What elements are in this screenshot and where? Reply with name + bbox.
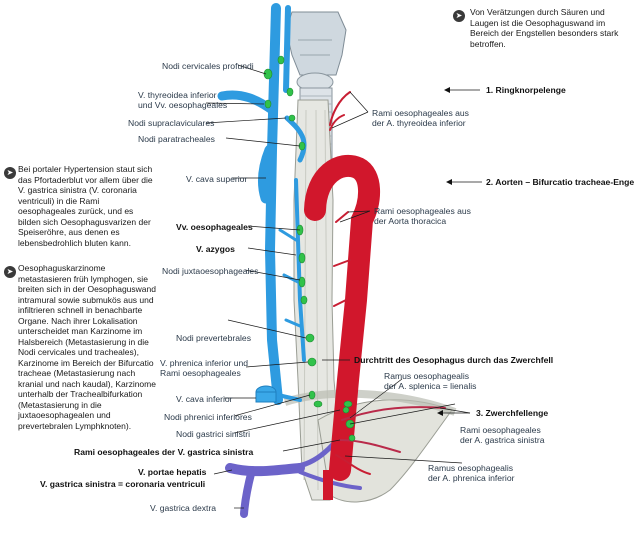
label-v-phrenica-inferior: V. phrenica inferior und bbox=[160, 358, 249, 368]
label-v-thyreoidea-inferior: V. thyreoidea inferior bbox=[138, 90, 217, 100]
label-nodi-juxtaoesophageales: Nodi juxtaoesophageales bbox=[162, 266, 259, 276]
label-v-portae-hepatis: V. portae hepatis bbox=[138, 467, 207, 477]
label-constriction-1: 1. Ringknorpelenge bbox=[486, 85, 566, 95]
label-v-cava-inferior: V. cava inferior bbox=[176, 394, 233, 404]
note-karzinome: Oesophaguskarzinome metastasieren früh l… bbox=[18, 263, 156, 431]
label-v-azygos: V. azygos bbox=[196, 244, 235, 254]
label-rami-aorta: Rami oesophageales aus bbox=[374, 206, 471, 216]
label-nodi-supraclaviculares: Nodi supraclaviculares bbox=[128, 118, 215, 128]
info-icon: ➤ bbox=[453, 10, 465, 22]
label-v-cava-superior: V. cava superior bbox=[186, 174, 248, 184]
label-ramus-oesophagealis-phrenica: Ramus oesophagealis bbox=[428, 463, 514, 473]
label-a-phrenica-inferior: der A. phrenica inferior bbox=[428, 473, 515, 483]
artery-system bbox=[304, 91, 446, 481]
label-nodi-paratracheales: Nodi paratracheales bbox=[138, 134, 215, 144]
label-constriction-3: 3. Zwerchfellenge bbox=[476, 408, 549, 418]
info-icon: ➤ bbox=[4, 167, 16, 179]
leader-lines bbox=[205, 64, 482, 509]
label-ramus-oesophagealis-lienalis: Ramus oesophagealis bbox=[384, 371, 470, 381]
label-v-gastrica-dextra: V. gastrica dextra bbox=[150, 503, 217, 513]
info-icon: ➤ bbox=[4, 266, 16, 278]
label-a-gastrica-sinistra: der A. gastrica sinistra bbox=[460, 435, 545, 445]
diaphragm bbox=[283, 389, 457, 416]
label-rami-gastrica: Rami oesophageales bbox=[460, 425, 541, 435]
label-vv-oesophageales-thyr: und Vv. oesophageales bbox=[138, 100, 228, 110]
label-v-gastrica-sinistra: V. gastrica sinistra = coronaria ventric… bbox=[40, 479, 206, 489]
label-a-thyreoidea-inferior: der A. thyreoidea inferior bbox=[372, 118, 466, 128]
label-rami-oesophageales-v-gastrica: Rami oesophageales der V. gastrica sinis… bbox=[74, 447, 254, 457]
label-constriction-2: 2. Aorten – Bifurcatio tracheae-Enge bbox=[486, 177, 634, 187]
note-portal-hypertension: Bei portaler Hypertension staut sich das… bbox=[18, 164, 153, 248]
label-nodi-prevertebrales: Nodi prevertebrales bbox=[176, 333, 251, 343]
note-top-right: Von Verätzungen durch Säuren und Laugen … bbox=[470, 7, 619, 49]
label-nodi-phrenici-inferiores: Nodi phrenici inferiores bbox=[164, 412, 252, 422]
label-nodi-gastrici-sinistri: Nodi gastrici sinistri bbox=[176, 429, 251, 439]
label-rami-thyreoidea: Rami oesophageales aus bbox=[372, 108, 469, 118]
label-a-splenica: der A. splenica = lienalis bbox=[384, 381, 477, 391]
label-vv-oesophageales: Vv. oesophageales bbox=[176, 222, 253, 232]
lymph-nodes bbox=[263, 55, 356, 442]
larynx bbox=[285, 11, 347, 92]
label-durchtritt: Durchtritt des Oesophagus durch das Zwer… bbox=[354, 355, 554, 365]
label-nodi-cervicales-profundi: Nodi cervicales profundi bbox=[162, 61, 254, 71]
label-aorta-thoracica: der Aorta thoracica bbox=[374, 216, 447, 226]
constriction-arrows bbox=[437, 87, 452, 416]
label-rami-oesophageales-phrenica: Rami oesophageales bbox=[160, 368, 241, 378]
v-cava-inferior-tube bbox=[255, 391, 277, 403]
